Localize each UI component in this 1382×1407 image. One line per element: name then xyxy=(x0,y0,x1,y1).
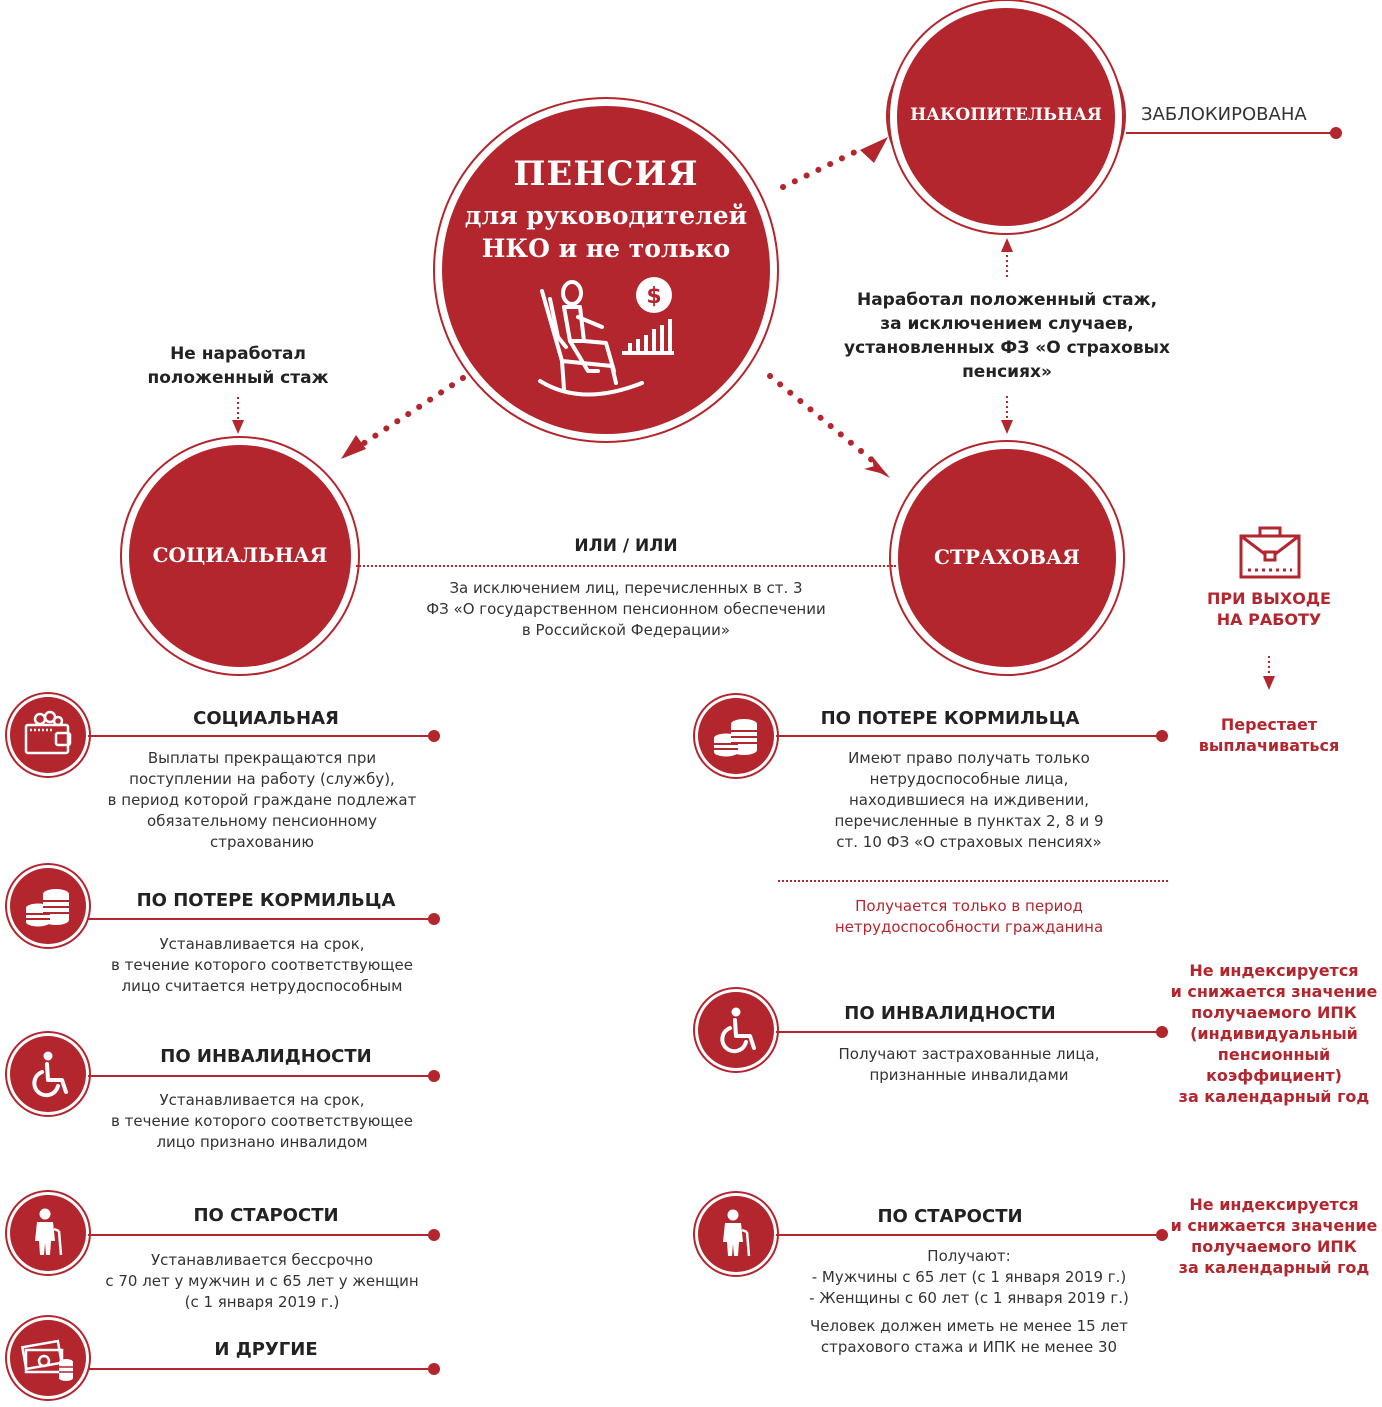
main-subtitle-line1: для руководителей xyxy=(464,201,748,230)
left-item-oldage-line xyxy=(88,1234,434,1236)
right-item-oldage-desc: Получают:- Мужчины с 65 лет (с 1 января … xyxy=(809,1247,1129,1307)
right-item-disability-icon xyxy=(698,992,774,1068)
right-item-survivor-divider xyxy=(778,880,1168,882)
wallet-icon xyxy=(24,710,72,755)
right-item-survivor-title: ПО ПОТЕРЕ КОРМИЛЬЦА xyxy=(820,708,1080,729)
or-dotted-line xyxy=(356,565,896,567)
left-item-social-title: СОЦИАЛЬНАЯ xyxy=(193,708,339,729)
arrow-to-funded xyxy=(780,149,858,190)
briefcase-icon xyxy=(1239,526,1301,579)
right-item-oldage-dot xyxy=(1156,1229,1168,1241)
left-item-social-icon xyxy=(10,697,86,773)
left-item-others-icon xyxy=(10,1320,86,1396)
work-result: Перестает выплачиваться xyxy=(1198,715,1340,755)
right-item-survivor-dot xyxy=(1156,730,1168,742)
left-item-disability-desc: Устанавливается на срок,в течение которо… xyxy=(111,1091,413,1151)
right-item-survivor-icon xyxy=(698,698,774,774)
or-title: ИЛИ / ИЛИ xyxy=(574,536,678,556)
right-item-disability-line xyxy=(776,1031,1160,1033)
left-item-others-line xyxy=(88,1368,434,1370)
funded-label: НАКОПИТЕЛЬНАЯ xyxy=(910,105,1102,125)
funded-status-dot xyxy=(1330,127,1342,139)
right-item-oldage-line xyxy=(776,1234,1160,1236)
wheelchair-icon xyxy=(720,1007,756,1054)
main-subtitle-line2: НКО и не только xyxy=(481,234,731,263)
left-item-disability-title: ПО ИНВАЛИДНОСТИ xyxy=(160,1046,372,1067)
right-item-oldage-icon xyxy=(698,1196,774,1272)
left-item-disability-line xyxy=(88,1075,434,1077)
arrow-to-social xyxy=(343,375,466,458)
insurance-condition: Наработал положенный стаж, за исключение… xyxy=(844,290,1170,382)
coins-stack-icon xyxy=(26,889,69,927)
left-item-others-title: И ДРУГИЕ xyxy=(214,1339,318,1360)
funded-pension-circle-round: НАКОПИТЕЛЬНАЯ xyxy=(897,8,1115,226)
right-item-disability-desc: Получают застрахованные лица,признанные … xyxy=(838,1045,1100,1084)
coins-stack-icon xyxy=(714,719,757,757)
right-item-oldage-title: ПО СТАРОСТИ xyxy=(877,1206,1023,1227)
main-pension-circle: ПЕНСИЯ для руководителей НКО и не только… xyxy=(442,106,770,434)
left-item-social-dot xyxy=(428,730,440,742)
left-item-disability-icon xyxy=(10,1036,86,1112)
left-item-survivor-icon xyxy=(10,868,86,944)
social-condition: Не наработал положенный стаж xyxy=(147,344,329,388)
main-title: ПЕНСИЯ xyxy=(513,154,699,194)
left-item-oldage-title: ПО СТАРОСТИ xyxy=(193,1205,339,1226)
right-item-survivor-line xyxy=(776,735,1160,737)
pensioner-rocking-chair-icon: $ xyxy=(538,277,674,397)
money-coins-icon xyxy=(20,1339,73,1381)
left-item-others-dot xyxy=(428,1363,440,1375)
right-item-disability-title: ПО ИНВАЛИДНОСТИ xyxy=(844,1003,1056,1024)
left-item-survivor-dot xyxy=(428,913,440,925)
elderly-person-icon xyxy=(35,1208,63,1256)
left-item-oldage-icon xyxy=(10,1195,86,1271)
insurance-pension-circle: СТРАХОВАЯ xyxy=(898,449,1116,667)
left-item-survivor-line xyxy=(88,918,434,920)
svg-text:$: $ xyxy=(646,284,661,309)
funded-status: ЗАБЛОКИРОВАНА xyxy=(1141,104,1307,125)
funded-status-line xyxy=(1126,132,1334,134)
work-title: ПРИ ВЫХОДЕ НА РАБОТУ xyxy=(1207,589,1331,629)
or-text: За исключением лиц, перечисленных в ст. … xyxy=(426,579,826,639)
left-item-survivor-title: ПО ПОТЕРЕ КОРМИЛЬЦА xyxy=(136,890,396,911)
insurance-label: СТРАХОВАЯ xyxy=(934,545,1080,569)
left-item-disability-dot xyxy=(428,1070,440,1082)
arrow-to-insurance xyxy=(767,373,876,464)
wheelchair-icon xyxy=(32,1051,68,1098)
left-item-social-line xyxy=(88,735,434,737)
elderly-person-icon xyxy=(723,1209,751,1257)
social-label: СОЦИАЛЬНАЯ xyxy=(152,543,328,567)
left-item-survivor-desc: Устанавливается на срок,в течение которо… xyxy=(111,935,413,995)
social-pension-circle: СОЦИАЛЬНАЯ xyxy=(129,445,351,667)
right-item-disability-dot xyxy=(1156,1026,1168,1038)
left-item-oldage-dot xyxy=(428,1229,440,1241)
